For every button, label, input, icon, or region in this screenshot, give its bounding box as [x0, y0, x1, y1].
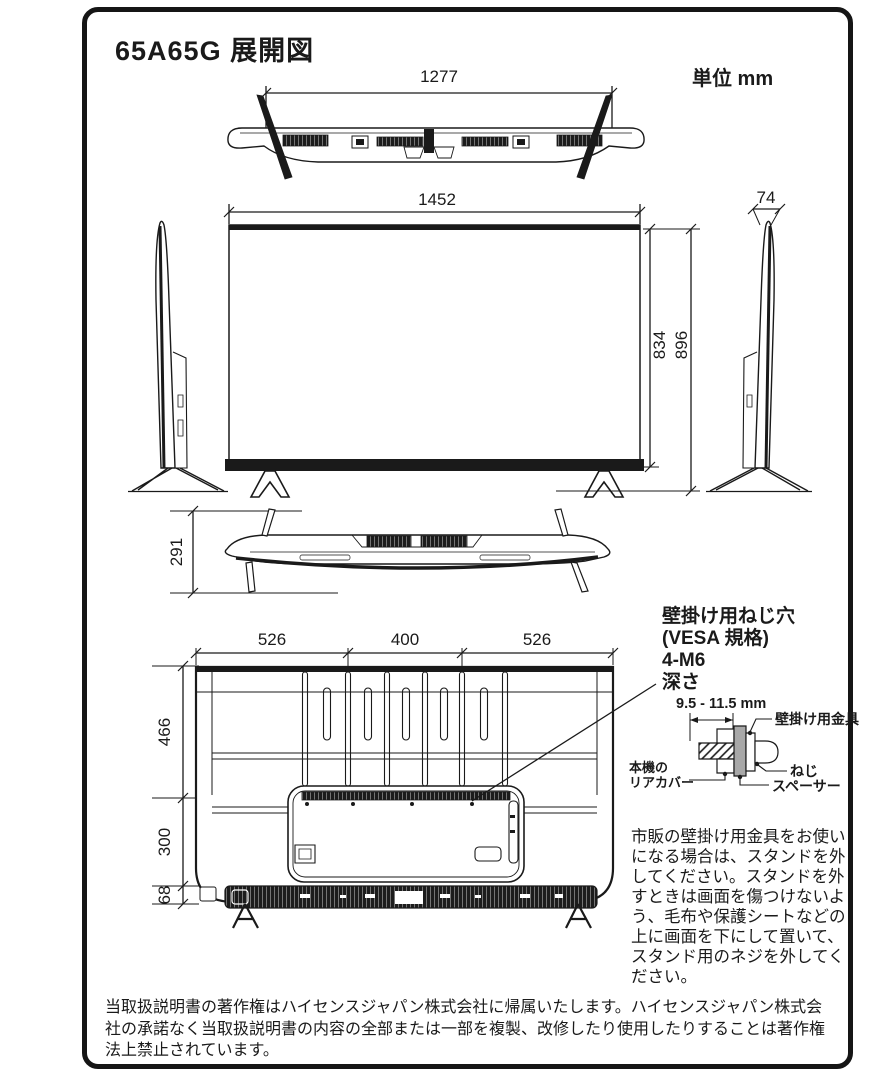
spacer-label: スペーサー — [772, 778, 841, 794]
top-view-drawing — [228, 86, 644, 179]
dim-rear-vesa-width: 400 — [390, 630, 420, 649]
note-line: ださい。 — [631, 968, 697, 986]
dim-rear-lower-height: 300 — [155, 827, 174, 857]
vesa-label-line1: 壁掛け用ねじ穴 — [662, 606, 796, 627]
right-side-view-drawing — [706, 204, 812, 492]
dim-panel-height: 834 — [650, 330, 669, 360]
note-line: う、毛布や保護シートなどの — [631, 908, 846, 926]
vesa-label-line3: 4-M6 — [662, 650, 706, 671]
note-line: 上に画面を下にして置いて、 — [631, 928, 844, 946]
rear-cover-label-line1: 本機の — [629, 760, 669, 775]
note-line: になる場合は、スタンドを外 — [631, 848, 846, 866]
copyright-line: 法上禁止されています。 — [105, 1042, 279, 1059]
bracket-label: 壁掛け用金具 — [775, 711, 859, 727]
rear-cover-label-line2: リアカバー — [629, 775, 695, 790]
dim-rear-left-span: 526 — [257, 630, 287, 649]
unit-label: 単位 mm — [692, 68, 774, 90]
left-side-view-drawing — [128, 221, 228, 491]
copyright-line: 社の承諾なく当取扱説明書の内容の全部または一部を複製、改修したり使用したりするこ… — [105, 1020, 826, 1038]
rear-cover-label: 本機の リアカバー — [629, 760, 694, 790]
vesa-screw-hole-label: 壁掛け用ねじ穴 (VESA 規格) 4-M6 深さ — [662, 606, 795, 694]
copyright-line: 当取扱説明書の著作権はハイセンスジャパン株式会社に帰属いたします。ハイセンスジャ… — [105, 999, 823, 1016]
vesa-label-line4: 深さ — [662, 672, 701, 693]
rear-view-drawing — [152, 648, 618, 928]
bottom-view-drawing — [170, 506, 610, 598]
note-line: すときは画面を傷つけないよ — [631, 888, 846, 906]
screw-depth-range-label: 9.5 - 11.5 mm — [676, 696, 767, 712]
dim-overall-height: 896 — [672, 330, 691, 360]
dim-rear-upper-height: 466 — [155, 717, 174, 747]
dim-side-depth: 74 — [756, 188, 776, 207]
copyright-text: 当取扱説明書の著作権はハイセンスジャパン株式会社に帰属いたします。ハイセンスジャ… — [105, 997, 853, 1062]
front-view-drawing — [224, 204, 700, 497]
screw-label: ねじ — [790, 763, 818, 779]
page-border — [82, 7, 853, 1069]
dim-rear-right-span: 526 — [522, 630, 552, 649]
dim-rear-bottom-height: 68 — [155, 885, 174, 905]
wall-mount-note: 市販の壁掛け用金具をお使い になる場合は、スタンドを外 してください。スタンドを… — [631, 827, 846, 987]
note-line: 市販の壁掛け用金具をお使い — [631, 828, 846, 846]
vesa-label-line2: (VESA 規格) — [662, 628, 769, 649]
mount-detail-drawing — [689, 713, 787, 785]
dim-stand-depth: 291 — [167, 537, 186, 567]
page-title: 65A65G 展開図 — [115, 36, 315, 66]
dim-front-width: 1452 — [418, 190, 456, 209]
dim-top-stand-span: 1277 — [420, 67, 458, 86]
note-line: してください。スタンドを外 — [631, 868, 845, 886]
vesa-leader-line — [472, 684, 656, 801]
note-line: スタンド用のネジを外してく — [631, 948, 845, 966]
